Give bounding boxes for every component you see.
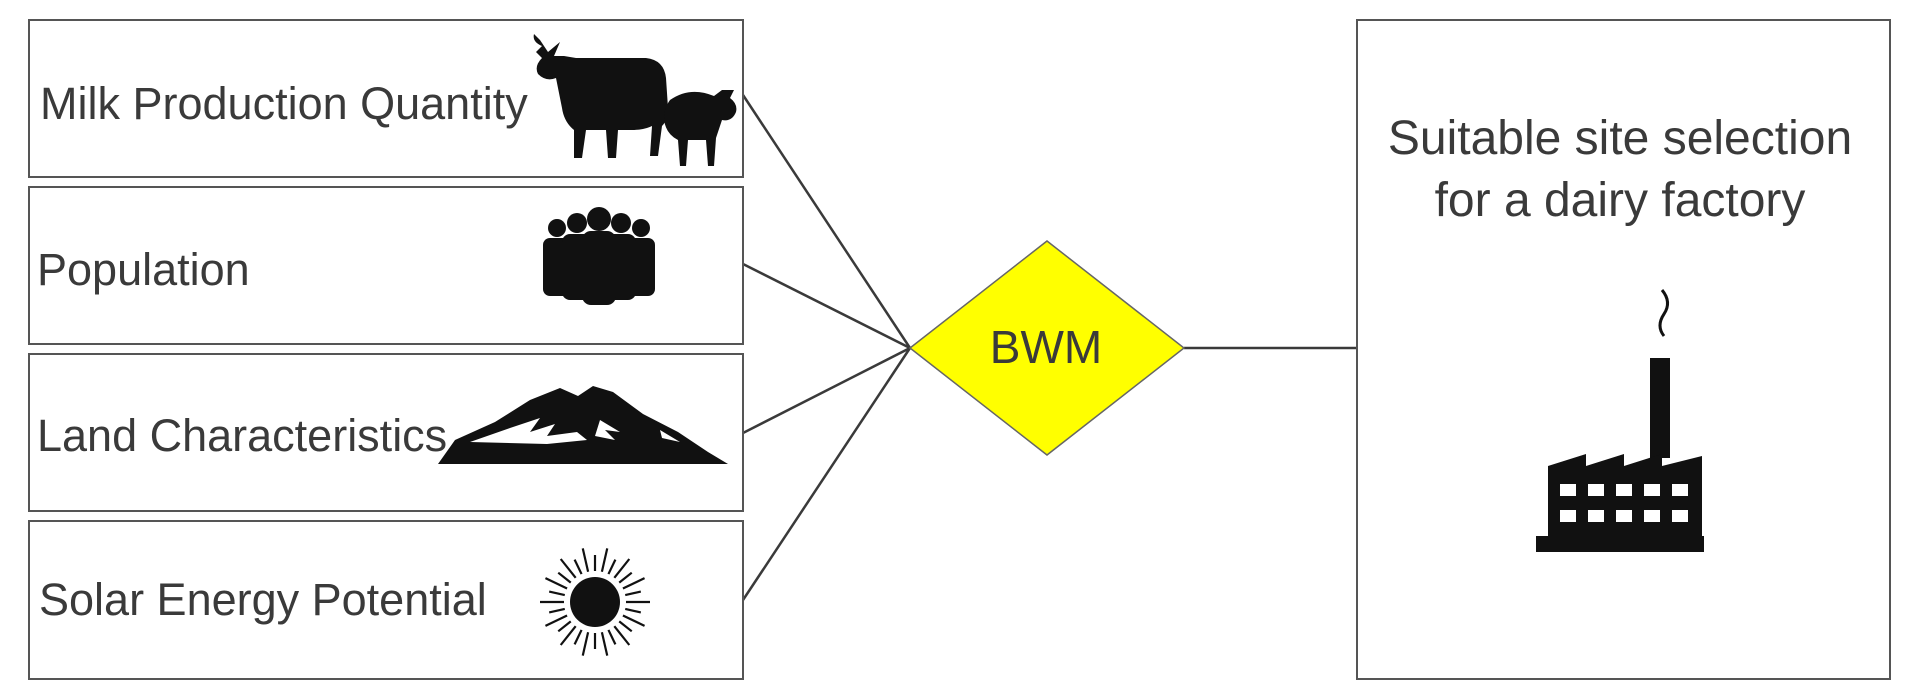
- sun-ray: [544, 577, 568, 590]
- sun-ray: [559, 558, 577, 579]
- bwm-diamond: [908, 240, 1186, 456]
- sun-ray: [548, 607, 566, 614]
- sun-ray: [581, 631, 590, 656]
- sun-ray: [548, 590, 566, 597]
- connector-milk: [741, 94, 912, 349]
- connectors: [741, 94, 1357, 601]
- sun-ray: [607, 559, 617, 575]
- sun-ray: [613, 625, 631, 646]
- factory-icon: [1536, 289, 1704, 552]
- sun-ray: [557, 620, 572, 633]
- sun-ray: [622, 614, 646, 627]
- sun-ray: [559, 625, 577, 646]
- criterion-box-solar: [28, 520, 744, 680]
- sun-ray: [618, 571, 633, 584]
- goal-box: [1356, 19, 1891, 680]
- sun-ray: [607, 629, 617, 645]
- sun-ray: [618, 620, 633, 633]
- sun-ray: [544, 614, 568, 627]
- goal-title-line-1: Suitable site selection: [1387, 112, 1853, 165]
- people-group-icon: [543, 207, 655, 305]
- sun-ray: [573, 629, 583, 645]
- criterion-label-solar: Solar Energy Potential: [39, 574, 487, 625]
- sun-ray: [573, 559, 583, 575]
- sun-ray: [624, 590, 642, 597]
- sun-ray: [600, 631, 609, 656]
- sun-ray: [622, 577, 646, 590]
- sun-ray: [581, 548, 590, 573]
- connector-solar: [741, 347, 912, 601]
- sun-ray: [600, 548, 609, 573]
- criterion-label-milk: Milk Production Quantity: [40, 78, 528, 129]
- criterion-label-population: Population: [37, 244, 250, 295]
- goal-title-line-2: for a dairy factory: [1434, 174, 1806, 227]
- sun-icon: [540, 548, 650, 656]
- criterion-label-land: Land Characteristics: [37, 410, 448, 461]
- sun-ray: [613, 558, 631, 579]
- connector-land: [742, 346, 911, 435]
- cow-sheep-icon: [533, 34, 737, 166]
- goal-title: Suitable site selection for a dairy fact…: [1360, 108, 1880, 232]
- sun-ray: [624, 607, 642, 614]
- connector-population: [742, 262, 911, 350]
- bwm-label: BWM: [989, 321, 1103, 373]
- mountain-icon: [438, 386, 728, 464]
- sun-ray: [557, 571, 572, 584]
